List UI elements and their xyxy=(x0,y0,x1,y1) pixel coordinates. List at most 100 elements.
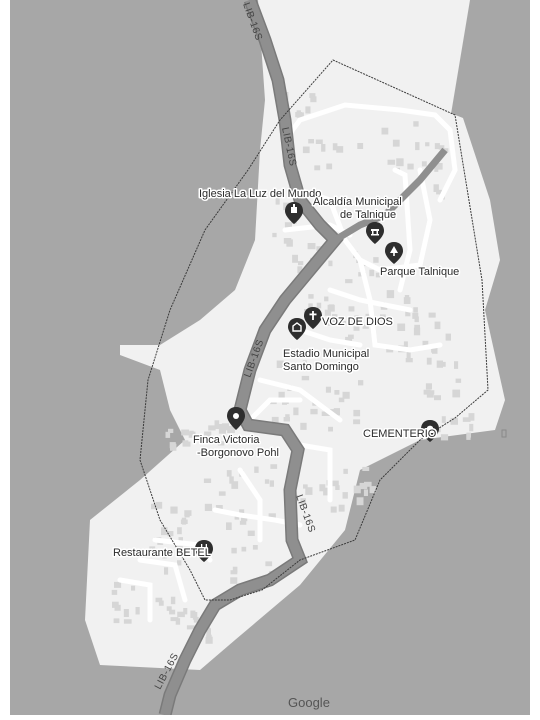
building xyxy=(234,514,240,520)
building xyxy=(438,145,445,150)
building xyxy=(231,481,239,489)
building xyxy=(380,305,388,310)
building xyxy=(166,606,172,611)
building xyxy=(434,321,441,330)
building xyxy=(302,146,310,154)
building xyxy=(386,290,395,299)
building xyxy=(343,468,348,474)
map-frame-right xyxy=(530,0,540,715)
building xyxy=(269,480,274,487)
building xyxy=(428,312,436,318)
building xyxy=(188,431,196,438)
building xyxy=(445,333,451,341)
building xyxy=(229,476,234,484)
building xyxy=(403,297,411,304)
building xyxy=(434,395,441,401)
building xyxy=(247,530,255,536)
building xyxy=(164,567,169,575)
poi-finca-label-1: Finca Victoria xyxy=(193,434,260,446)
building xyxy=(177,611,185,618)
building xyxy=(203,478,212,483)
building xyxy=(155,597,163,603)
building xyxy=(241,546,247,552)
building xyxy=(204,503,212,511)
poi-parque[interactable]: Parque Talnique xyxy=(379,242,461,280)
building xyxy=(392,139,400,147)
building xyxy=(328,260,333,267)
building xyxy=(302,360,307,365)
building xyxy=(186,625,195,630)
poi-cementerio[interactable]: CEMENTERIO xyxy=(362,420,439,442)
building xyxy=(112,601,119,608)
building xyxy=(170,596,176,605)
building xyxy=(217,441,225,446)
building xyxy=(380,314,386,319)
building xyxy=(413,121,419,127)
building xyxy=(204,431,212,437)
building xyxy=(466,432,471,438)
building xyxy=(227,425,235,433)
building xyxy=(170,443,177,451)
poi-alcaldia[interactable]: Alcaldía Municipal de Talnique xyxy=(312,195,403,244)
poi-restaurante-betel[interactable]: Restaurante BETEL xyxy=(112,540,213,562)
building xyxy=(232,566,238,573)
building xyxy=(183,608,188,615)
poi-estadio[interactable]: Estadio Municipal Santo Domingo xyxy=(282,318,371,375)
poi-iglesia-label: Iglesia La Luz del Mundo xyxy=(199,188,321,200)
building xyxy=(434,164,439,172)
building xyxy=(342,492,348,499)
building xyxy=(440,434,449,441)
building xyxy=(357,143,364,149)
building xyxy=(177,560,182,566)
building xyxy=(226,522,232,530)
building xyxy=(353,326,360,331)
building xyxy=(309,93,316,98)
building xyxy=(239,520,247,525)
building xyxy=(300,498,306,505)
building xyxy=(319,484,326,492)
building xyxy=(330,506,337,513)
building xyxy=(214,420,220,428)
building xyxy=(300,422,307,430)
building xyxy=(275,198,280,205)
poi-cementerio-label: CEMENTERIO xyxy=(363,428,437,440)
building xyxy=(303,484,308,489)
building xyxy=(167,531,174,537)
building xyxy=(375,272,381,278)
building xyxy=(326,317,333,326)
building xyxy=(436,189,444,195)
building xyxy=(328,426,333,432)
building xyxy=(435,163,443,170)
poi-parque-label: Parque Talnique xyxy=(380,266,459,278)
building xyxy=(205,636,213,644)
poi-estadio-label-2: Santo Domingo xyxy=(283,361,359,373)
building xyxy=(278,391,285,399)
building xyxy=(423,389,431,395)
building xyxy=(206,628,211,636)
building xyxy=(403,341,408,348)
local-roads xyxy=(117,102,458,623)
poi-iglesia[interactable]: Iglesia La Luz del Mundo xyxy=(198,187,323,224)
building xyxy=(161,527,168,536)
building xyxy=(181,429,190,436)
poi-finca-victoria[interactable]: Finca Victoria -Borgonovo Pohl xyxy=(192,407,280,461)
poi-voz-de-dios[interactable]: VOZ DE DIOS xyxy=(304,307,394,330)
building xyxy=(339,320,346,326)
poi-restaurante-label: Restaurante BETEL xyxy=(113,547,211,559)
poi-alcaldia-label-1: Alcaldía Municipal xyxy=(313,196,402,208)
building xyxy=(412,312,419,319)
building xyxy=(324,309,331,316)
building xyxy=(295,112,302,118)
building xyxy=(338,397,345,403)
building xyxy=(414,316,419,323)
building xyxy=(316,302,322,309)
building xyxy=(175,618,181,625)
building xyxy=(450,417,458,425)
building xyxy=(433,184,439,192)
church-icon xyxy=(285,202,303,224)
building xyxy=(328,304,335,310)
building xyxy=(454,361,459,369)
building xyxy=(170,506,178,514)
